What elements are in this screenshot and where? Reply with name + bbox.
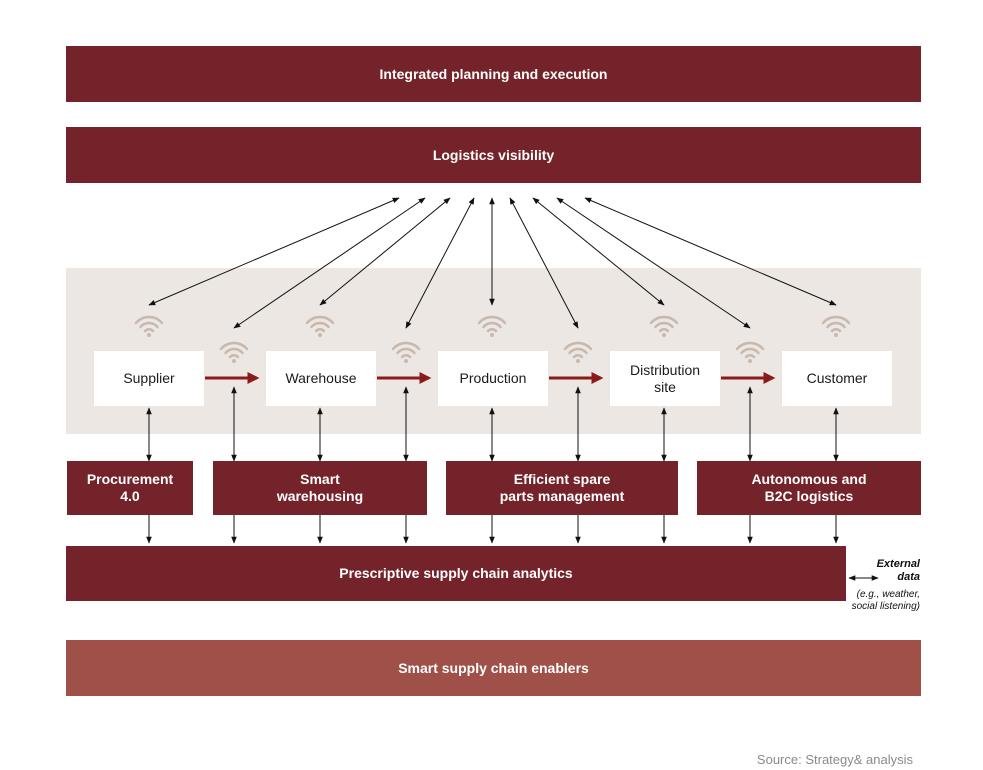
logistics-visibility-label: Logistics visibility [432, 146, 555, 163]
wifi-signal-icon [821, 315, 851, 339]
integrated-planning-label: Integrated planning and execution [379, 65, 608, 82]
wifi-signal-icon [219, 341, 249, 365]
external-data-title: External data [876, 558, 920, 583]
visibility-arrow-customer [584, 197, 837, 306]
capability-autonomous-logistics-label: Autonomous and B2C logistics [751, 471, 867, 504]
visibility-arrow-distribution-link [509, 197, 579, 329]
wifi-signal-icon [477, 315, 507, 339]
wifi-signal-icon [735, 341, 765, 365]
analytics-bar: Prescriptive supply chain analytics [66, 546, 846, 601]
enablers-bar: Smart supply chain enablers [66, 640, 921, 696]
visibility-arrow-production-link [405, 197, 475, 329]
visibility-arrows [148, 197, 837, 329]
wifi-signal-icon [563, 341, 593, 365]
enablers-label: Smart supply chain enablers [398, 659, 589, 676]
node-distribution-site: Distribution site [610, 351, 720, 406]
wifi-signals [134, 315, 851, 365]
wifi-signal-icon [134, 315, 164, 339]
capability-procurement-label: Procurement 4.0 [86, 471, 174, 504]
wifi-signal-icon [305, 315, 335, 339]
node-supplier-label: Supplier [123, 370, 175, 386]
node-capability-arrows [146, 386, 839, 462]
visibility-arrow-warehouse-link [233, 197, 426, 329]
capability-spare-parts: Efficient spare parts management [446, 461, 678, 515]
node-production: Production [438, 351, 548, 406]
visibility-arrow-supplier [148, 197, 400, 306]
node-warehouse: Warehouse [266, 351, 376, 406]
visibility-arrow-warehouse [319, 197, 451, 306]
node-customer-label: Customer [806, 370, 868, 386]
capability-smart-warehousing-label: Smart warehousing [276, 471, 364, 504]
capability-procurement: Procurement 4.0 [67, 461, 193, 515]
visibility-arrow-distribution [532, 197, 665, 306]
capability-spare-parts-label: Efficient spare parts management [499, 471, 625, 504]
external-data-subtitle: (e.g., weather, social listening) [851, 589, 920, 612]
integrated-planning-bar: Integrated planning and execution [66, 46, 921, 102]
node-production-label: Production [459, 370, 527, 386]
wifi-signal-icon [391, 341, 421, 365]
capability-smart-warehousing: Smart warehousing [213, 461, 427, 515]
source-note: Source: Strategy& analysis [756, 752, 913, 767]
analytics-label: Prescriptive supply chain analytics [339, 565, 573, 581]
node-warehouse-label: Warehouse [285, 370, 357, 386]
capability-analytics-arrows [146, 515, 839, 544]
node-distribution-site-label: Distribution site [629, 361, 701, 395]
wifi-signal-icon [649, 315, 679, 339]
visibility-arrow-customer-link [556, 197, 751, 329]
node-customer: Customer [782, 351, 892, 406]
capability-autonomous-logistics: Autonomous and B2C logistics [697, 461, 921, 515]
node-supplier: Supplier [94, 351, 204, 406]
logistics-visibility-bar: Logistics visibility [66, 127, 921, 183]
